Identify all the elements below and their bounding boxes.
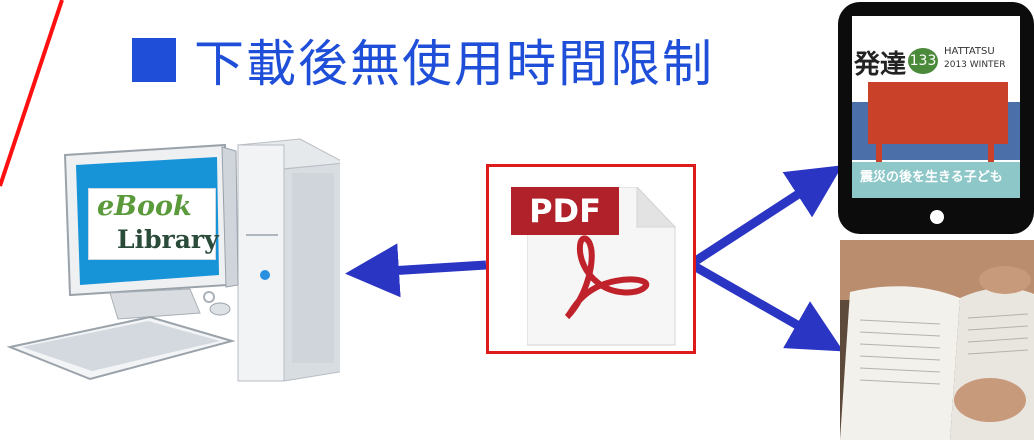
magazine-english-title: HATTATSU	[944, 46, 995, 57]
magazine-season: 2013 WINTER	[944, 60, 1006, 70]
issue-number: 133	[908, 48, 938, 74]
ebook-library-logo: eBook Library	[88, 188, 219, 260]
arrow-to-computer	[345, 243, 487, 298]
bullet-square-icon	[132, 38, 176, 82]
magazine-title: 発達	[854, 50, 907, 80]
arrow-to-tablet	[691, 165, 843, 266]
magazine-feature: 震災の後を生きる子ども	[860, 170, 1003, 185]
logo-line-1: eBook	[97, 191, 192, 222]
heading: 下載後無使用時間限制	[132, 30, 714, 93]
logo-line-2: Library	[117, 225, 219, 254]
arrow-to-book	[691, 262, 844, 352]
pdf-label: PDF	[511, 187, 619, 235]
pdf-file-card: PDF	[486, 164, 696, 354]
open-book-photo	[840, 240, 1034, 440]
heading-title: 下載後無使用時間限制	[194, 35, 714, 93]
tablet-device	[838, 2, 1034, 234]
